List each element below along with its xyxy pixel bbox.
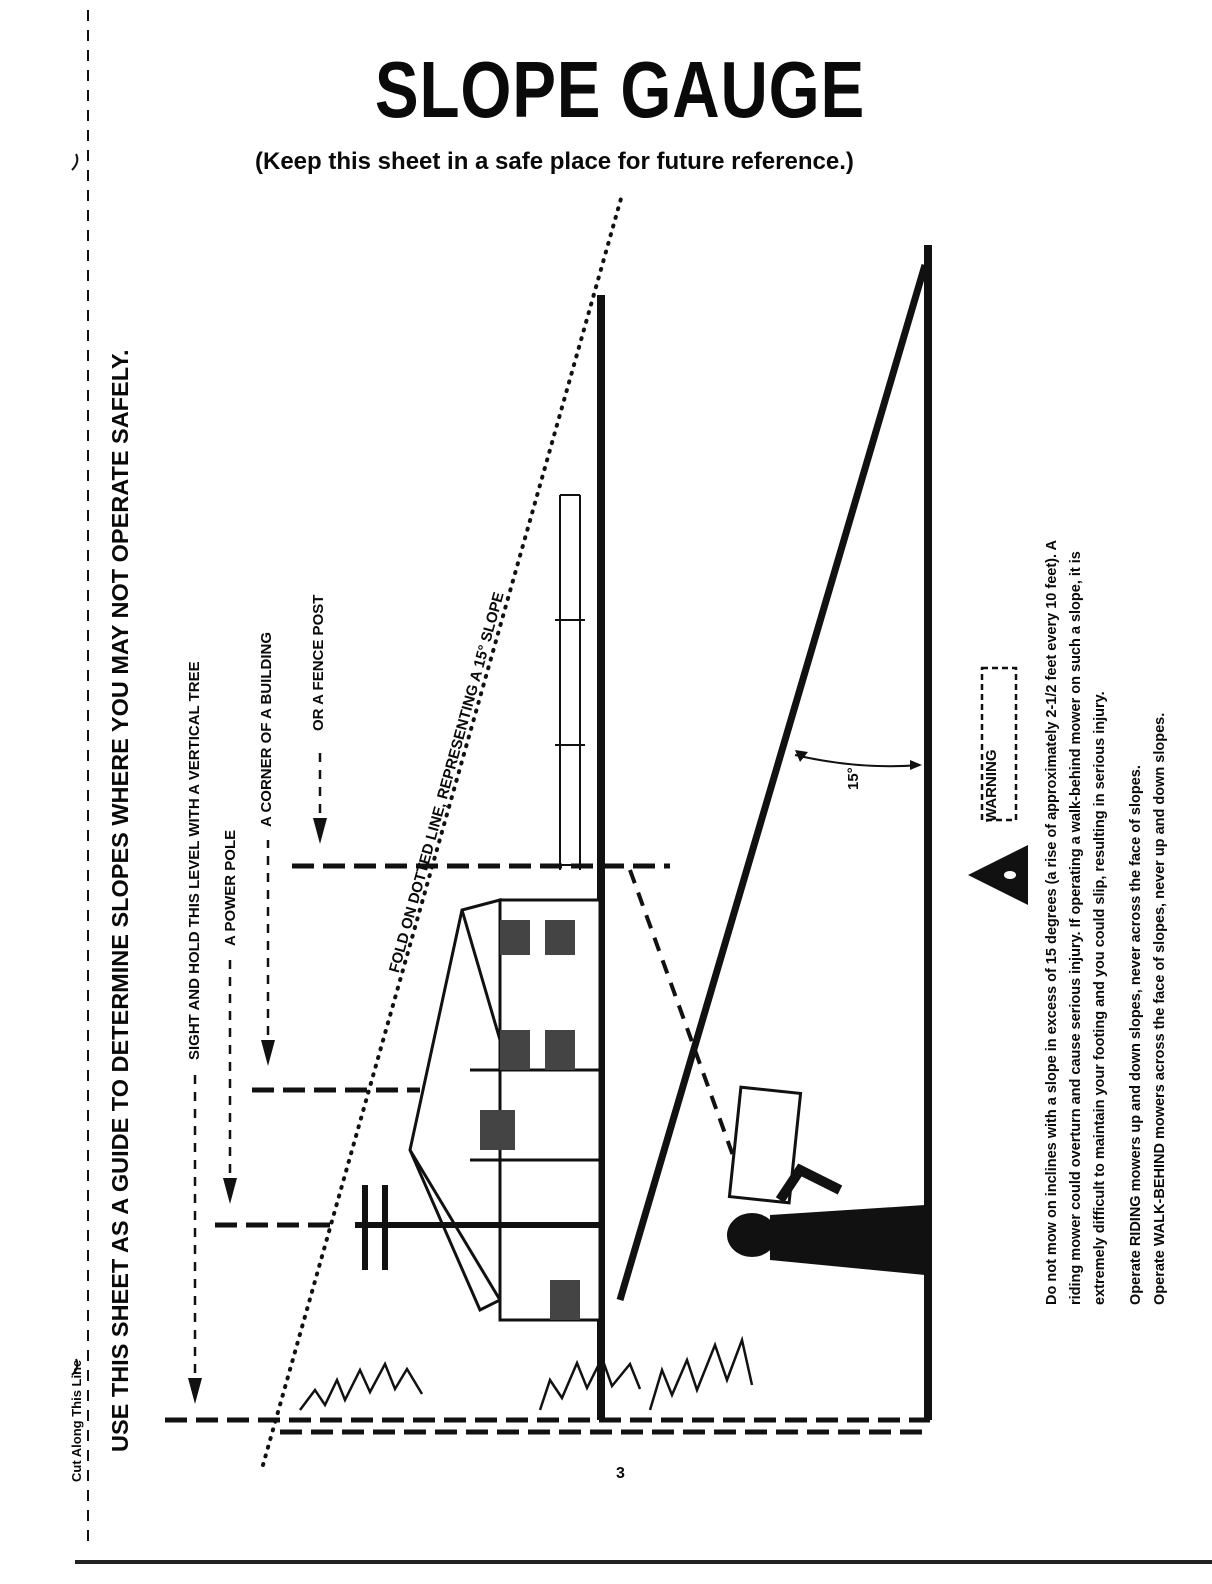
warning-line-3: extremely difficult to maintain your foo… xyxy=(1092,691,1108,1305)
warning-line-1: Do not mow on inclines with a slope in e… xyxy=(1044,540,1060,1305)
power-pole xyxy=(355,1185,600,1270)
page-subtitle: (Keep this sheet in a safe place for fut… xyxy=(255,148,854,175)
warning-label: WARNING xyxy=(983,749,1000,823)
fence-post-label: OR A FENCE POST xyxy=(310,594,327,731)
riding-instruction: Operate RIDING mowers up and down slopes… xyxy=(1128,765,1144,1305)
walk-behind-instruction: Operate WALK-BEHIND mowers across the fa… xyxy=(1152,712,1168,1305)
building-label: A CORNER OF A BUILDING xyxy=(258,632,275,827)
warning-paragraph: Do not mow on inclines with a slope in e… xyxy=(1040,540,1112,1305)
power-pole-label: A POWER POLE xyxy=(222,829,239,946)
arrow-head xyxy=(188,1378,202,1404)
fence xyxy=(555,494,585,870)
arrow-head xyxy=(223,1178,237,1204)
guide-text: USE THIS SHEET AS A GUIDE TO DETERMINE S… xyxy=(107,349,133,1452)
arrow-head xyxy=(261,1040,275,1066)
angle-arrow-2 xyxy=(910,760,922,770)
shrubs xyxy=(299,1335,754,1411)
house xyxy=(408,898,602,1322)
sight-label: SIGHT AND HOLD THIS LEVEL WITH A VERTICA… xyxy=(186,661,203,1060)
scissors-icon xyxy=(71,1358,79,1376)
cut-line-label: Cut Along This Line xyxy=(69,1359,84,1482)
angle-label: 15° xyxy=(845,767,862,790)
fold-line[interactable] xyxy=(261,193,624,1467)
arrow-head xyxy=(313,818,327,844)
page-number: 3 xyxy=(616,1465,625,1482)
house-windows xyxy=(480,920,580,1320)
angle-arc xyxy=(794,754,921,768)
bottom-rule xyxy=(75,1560,1212,1564)
scissors-icon-top xyxy=(71,153,79,171)
person-silhouette xyxy=(727,1085,925,1275)
warning-sign xyxy=(968,666,1028,905)
page-title: SLOPE GAUGE xyxy=(374,45,866,134)
slope-line xyxy=(616,264,929,1301)
angle-arrow xyxy=(795,750,808,762)
sight-line xyxy=(628,869,742,1176)
warning-icon xyxy=(968,845,1028,905)
warning-line-2: riding mower could overturn and cause se… xyxy=(1068,551,1084,1305)
